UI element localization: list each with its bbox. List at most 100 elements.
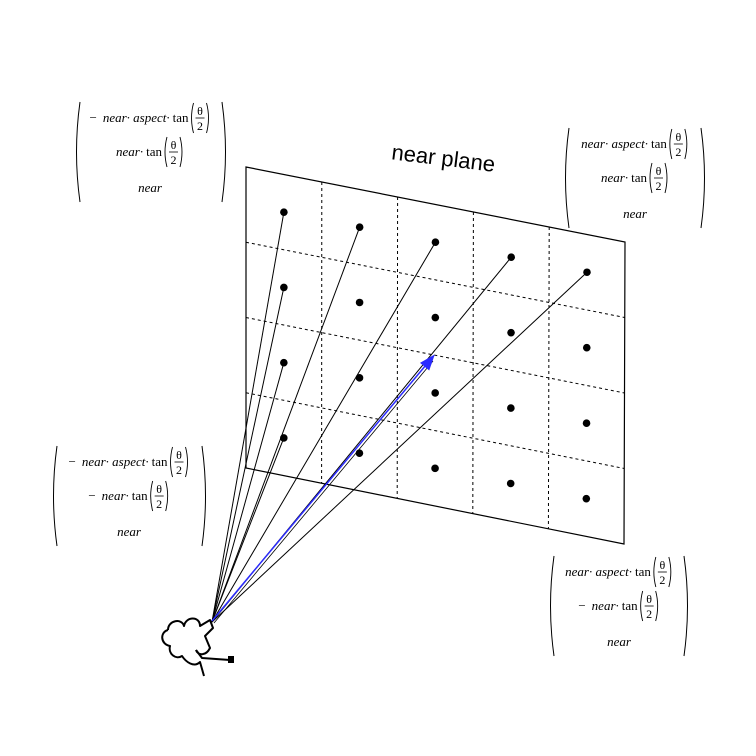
pixel-center-dot	[280, 358, 288, 367]
view-ray	[211, 362, 285, 623]
matrix-term-fn: tan	[146, 144, 162, 159]
fraction-left-paren	[164, 136, 168, 168]
view-rays	[211, 212, 588, 624]
view-ray	[211, 226, 361, 623]
matrix-right-paren	[700, 127, 705, 229]
pixel-center-dot	[355, 223, 364, 231]
matrix-right-paren	[683, 555, 688, 657]
pixel-center-dot	[582, 343, 591, 352]
fraction-denominator: 2	[675, 145, 681, 159]
matrix-term-vars: near· aspect·	[565, 564, 632, 579]
fraction-numerator: θ	[171, 138, 177, 152]
fraction-numerator: θ	[656, 164, 662, 178]
matrix-left-paren	[76, 101, 81, 203]
matrix-left-paren	[565, 127, 570, 229]
fraction-denominator: 2	[176, 463, 182, 477]
view-ray	[211, 437, 285, 623]
matrix-term-vars: near· aspect·	[82, 454, 149, 469]
matrix-term-fn: tan	[152, 454, 168, 469]
matrix-term-vars: near	[607, 634, 632, 649]
near-plane-grid	[245, 166, 626, 545]
matrix-right-paren	[221, 101, 226, 203]
pixel-center-dot	[431, 464, 439, 473]
matrix-term-fn: tan	[651, 136, 667, 151]
fraction-right-paren	[179, 136, 183, 168]
fraction-denominator: 2	[197, 119, 203, 133]
matrix-term-sign: −	[88, 488, 95, 503]
pixel-sample-points	[280, 208, 591, 503]
matrix-term-vars: near·	[601, 170, 628, 185]
matrix-term-fn: tan	[622, 598, 638, 613]
pixel-center-dot	[431, 313, 440, 322]
matrix-left-paren	[53, 445, 58, 547]
fraction-denominator: 2	[646, 607, 652, 621]
camera-icon	[161, 617, 234, 677]
fraction-denominator: 2	[659, 573, 665, 587]
pixel-center-dot	[355, 374, 364, 382]
pixel-center-dot	[280, 283, 288, 292]
fraction-numerator: θ	[659, 558, 665, 572]
grid-row-divider	[245, 317, 625, 394]
pixel-center-dot	[280, 434, 288, 442]
matrix-term-vars: near	[623, 206, 648, 221]
fraction-right-paren	[664, 162, 668, 194]
matrix-term-fn: tan	[173, 110, 189, 125]
matrix-term-sign: −	[68, 454, 75, 469]
view-ray	[211, 287, 285, 623]
near-plane-title: near plane	[390, 139, 496, 176]
matrix-row: near	[623, 206, 648, 221]
fraction-right-paren	[655, 590, 659, 622]
matrix-left-paren	[550, 555, 555, 657]
matrix-row: near	[607, 634, 632, 649]
near-plane-outline	[245, 166, 626, 545]
matrix-right-paren	[201, 445, 206, 547]
fraction-right-paren	[165, 480, 169, 512]
fraction-left-paren	[649, 162, 653, 194]
matrix-term-fn: tan	[132, 488, 148, 503]
view-ray	[211, 241, 436, 623]
fraction-left-paren	[653, 556, 657, 588]
fraction-right-paren	[185, 446, 188, 478]
pixel-center-dot	[355, 298, 364, 307]
matrix-term-vars: near·	[102, 488, 129, 503]
pixel-center-dot	[431, 238, 440, 246]
fraction-left-paren	[191, 102, 194, 134]
fraction-right-paren	[684, 128, 688, 160]
fraction-right-paren	[206, 102, 209, 134]
center-ray	[211, 358, 432, 622]
grid-row-divider	[245, 241, 625, 318]
fraction-denominator: 2	[655, 179, 661, 193]
fraction-left-paren	[150, 480, 154, 512]
matrix-term-vars: near·	[116, 144, 143, 159]
fraction-left-paren	[640, 590, 644, 622]
center-ray-shadow	[213, 360, 434, 624]
pixel-center-dot	[582, 494, 591, 503]
pixel-center-dot	[506, 479, 515, 488]
pixel-center-dot	[431, 389, 439, 397]
fraction-denominator: 2	[156, 497, 162, 511]
matrix-term-vars: near·	[592, 598, 619, 613]
center-ray-arrowhead	[419, 354, 435, 371]
fraction-numerator: θ	[156, 482, 162, 496]
fraction-left-paren	[170, 446, 173, 478]
pixel-center-dot	[507, 253, 516, 262]
fraction-left-paren	[669, 128, 673, 160]
matrix-term-vars: near· aspect·	[581, 136, 648, 151]
matrix-term-vars: near	[117, 524, 142, 539]
fraction-numerator: θ	[675, 130, 681, 144]
matrix-term-fn: tan	[631, 170, 647, 185]
view-ray	[211, 271, 588, 623]
matrix-row: near	[138, 180, 163, 195]
matrix-term-vars: near	[138, 180, 163, 195]
grid-row-divider	[245, 392, 625, 469]
pixel-center-dot	[507, 404, 515, 412]
